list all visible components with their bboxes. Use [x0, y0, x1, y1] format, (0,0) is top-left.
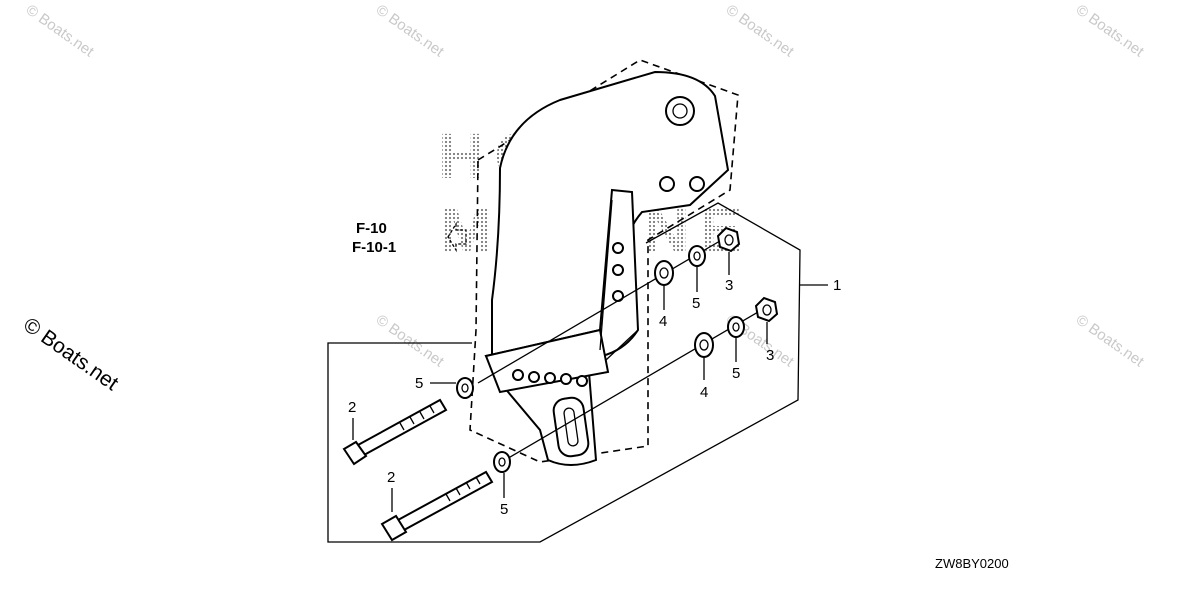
callout-3-lower: 3	[766, 347, 774, 364]
washer-5-upper	[688, 245, 706, 267]
reference-label-f10-1: F-10-1	[352, 239, 396, 256]
nut-3-upper	[716, 226, 741, 253]
washer-5-lower	[727, 316, 745, 338]
callout-2-upper: 2	[348, 399, 356, 416]
drawing-code: ZW8BY0200	[935, 556, 1009, 571]
watermark: © Boats.net	[723, 1, 798, 60]
callout-numbers: 1 4 5 3 4 5 3 5 2 2 5	[348, 277, 841, 518]
callout-2-lower: 2	[387, 469, 395, 486]
leader-lines	[352, 252, 828, 512]
bolt-upper	[342, 398, 448, 466]
nut-3-lower	[754, 296, 779, 323]
reference-label-f10: F-10	[356, 220, 387, 237]
assembly-box	[327, 202, 801, 543]
callout-5-upper: 5	[692, 295, 700, 312]
callout-5-lower: 5	[732, 365, 740, 382]
callout-1: 1	[833, 277, 841, 294]
callout-4-lower: 4	[700, 384, 708, 401]
watermark: © Boats.net	[1073, 1, 1148, 60]
callout-5-left: 5	[415, 375, 423, 392]
cross-reference: F-10 F-10-1	[352, 220, 467, 256]
bolt-lower	[380, 470, 494, 542]
stern-bracket-part	[484, 70, 730, 466]
callout-4-upper: 4	[659, 313, 667, 330]
watermark: © Boats.net	[373, 311, 448, 370]
callout-3-upper: 3	[725, 277, 733, 294]
fastener-axes	[477, 237, 766, 461]
watermark: © Boats.net	[373, 1, 448, 60]
watermark: © Boats.net	[23, 1, 98, 60]
washer-4-lower	[694, 332, 714, 358]
watermark: © Boats.net	[1073, 311, 1148, 370]
washer-4-upper	[654, 260, 674, 286]
washer-5-upper-left	[456, 377, 474, 399]
watermark-main: © Boats.net	[19, 313, 122, 395]
washer-5-lower-left	[493, 451, 511, 473]
callout-5-bottom: 5	[500, 501, 508, 518]
reference-arrow-icon	[447, 221, 467, 253]
